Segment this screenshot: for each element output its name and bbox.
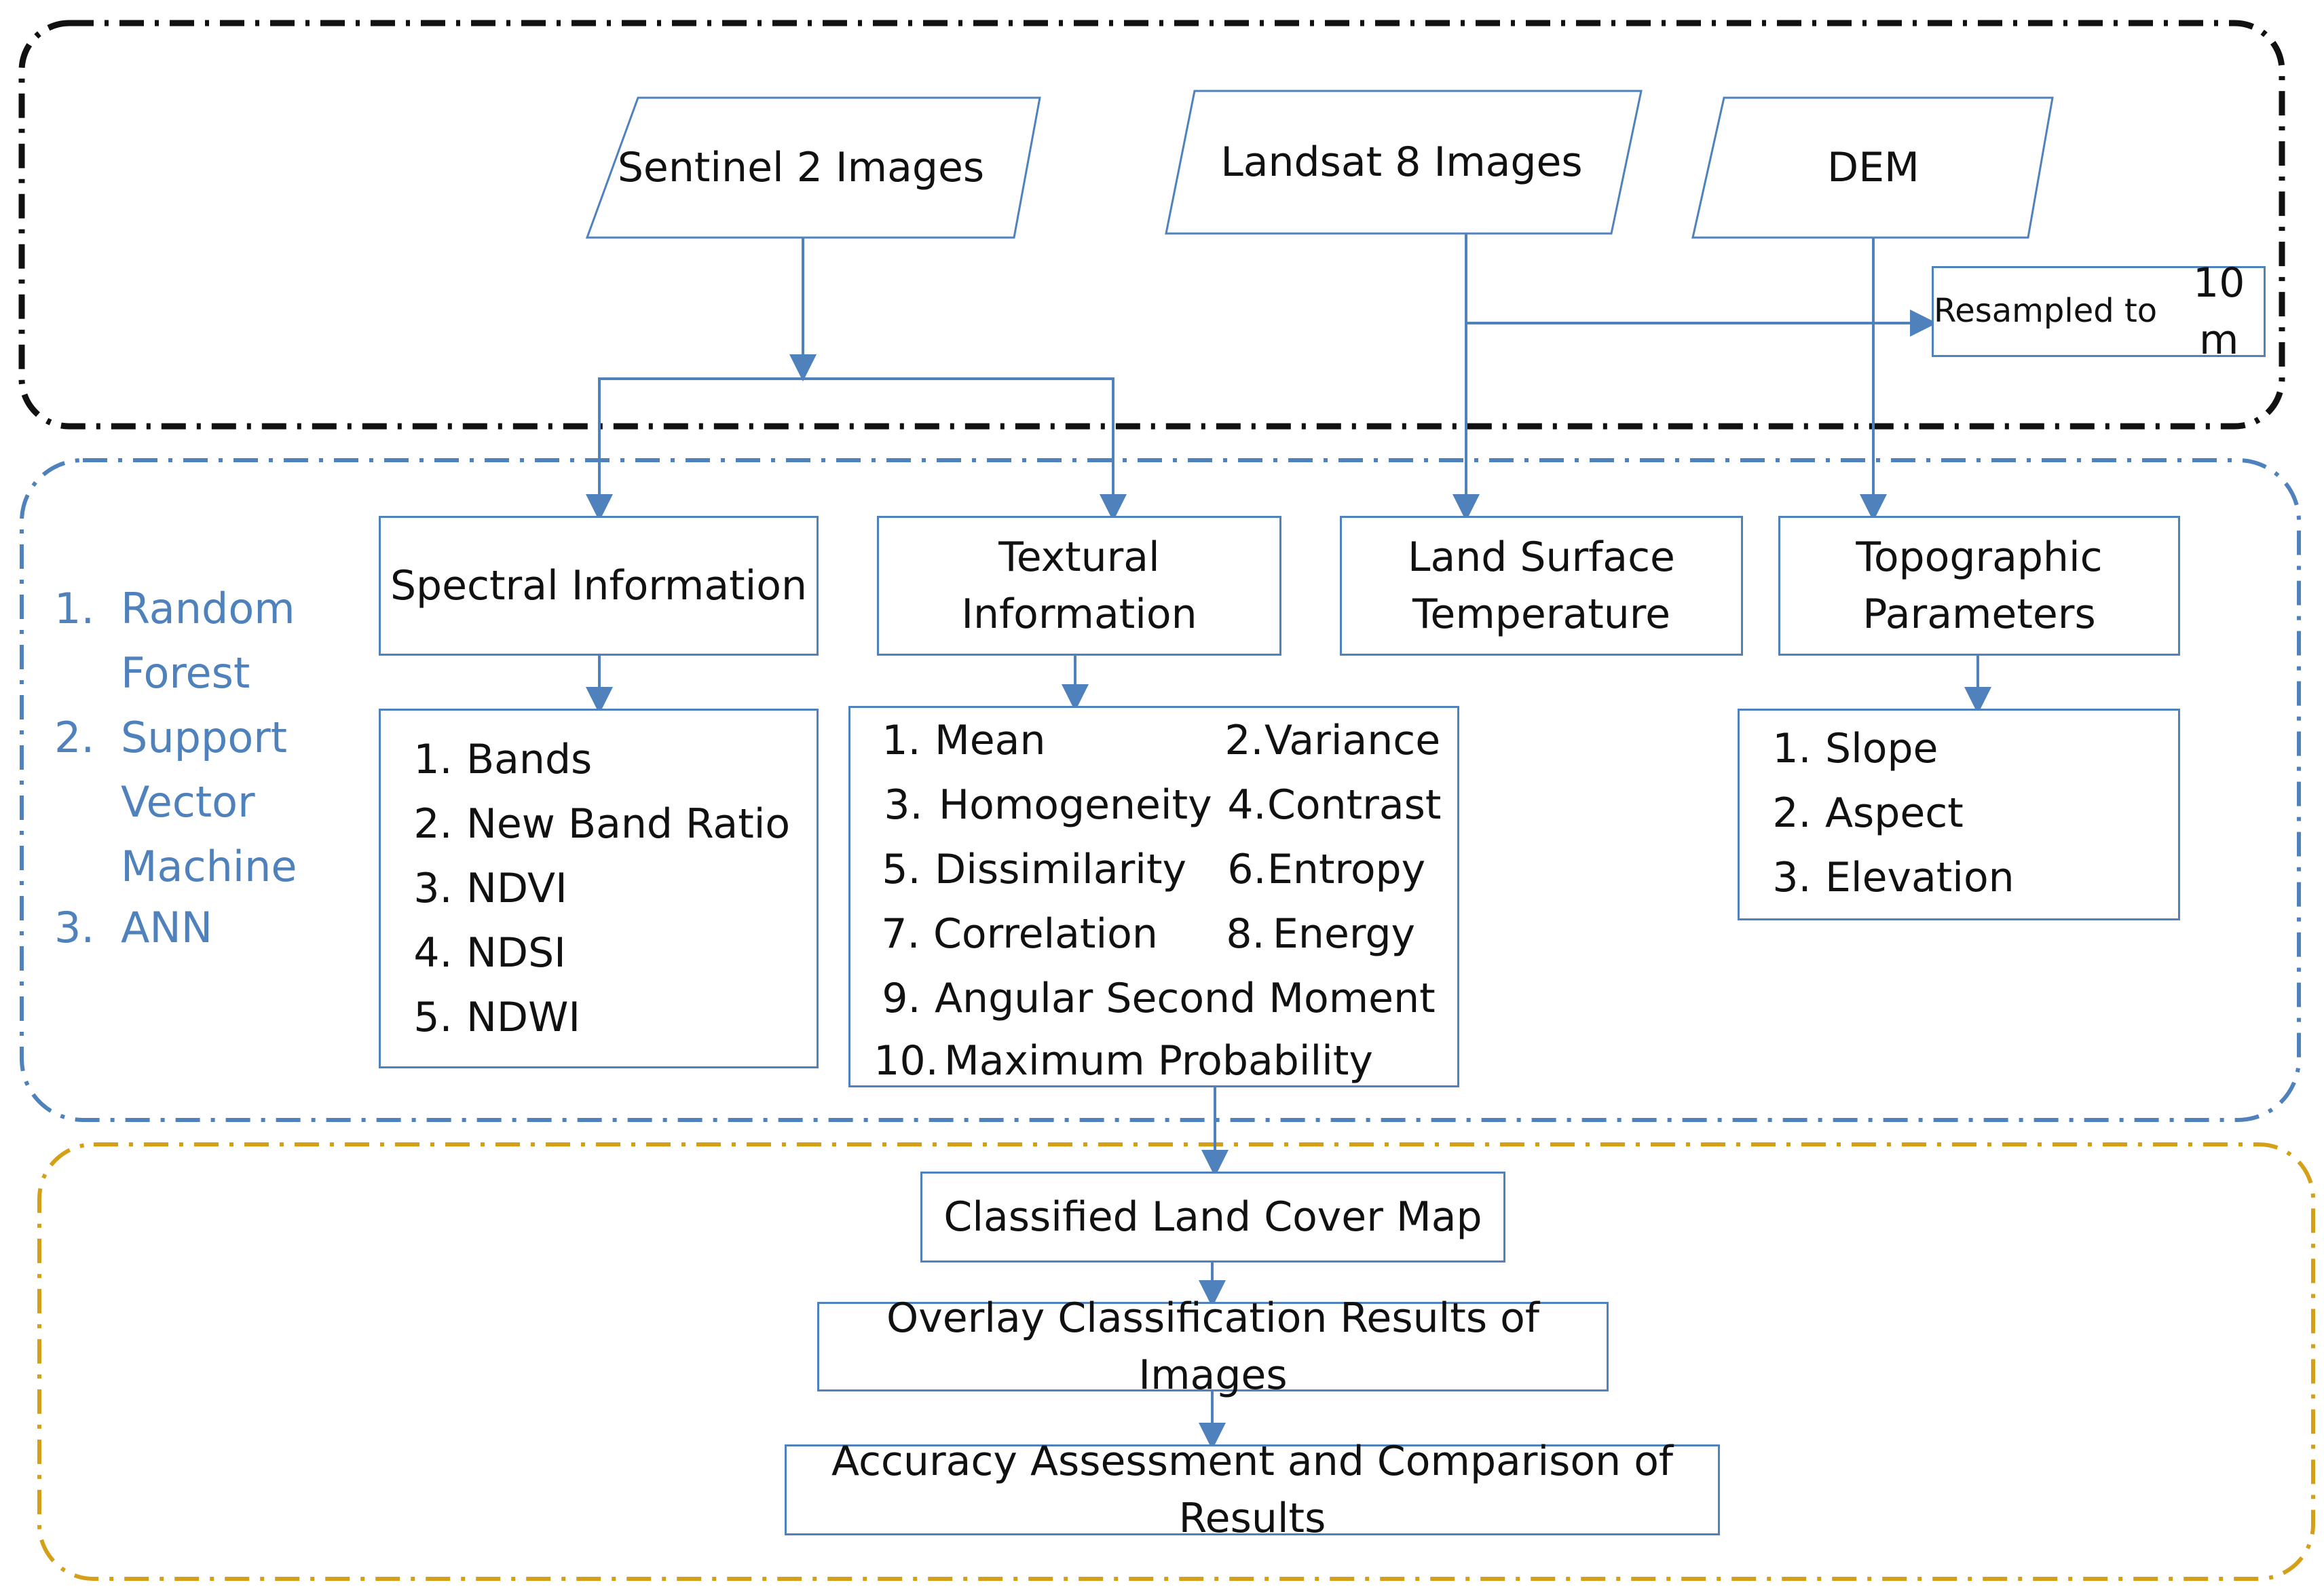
- list-item: 7.Correlation: [881, 910, 1158, 958]
- resample-text: Resampled to: [1934, 292, 2168, 331]
- textural-list-box: 1.Mean 2.Variance 3.Homogeneity 4.Contra…: [848, 706, 1459, 1087]
- accuracy-title: Accuracy Assessment and Comparison of Re…: [831, 1438, 1674, 1542]
- list-item: 2.New Band Ratio: [413, 800, 791, 848]
- resample-box: Resampled to 10 m: [1932, 259, 2266, 364]
- textural-title: Textural Information: [961, 534, 1197, 638]
- group-features-border: [20, 458, 2301, 1122]
- list-item: 1.Bands: [413, 736, 593, 783]
- topo-title-line2: Parameters: [1862, 591, 2096, 638]
- textural-box: Textural Information: [877, 516, 1281, 656]
- list-item: 4.NDSI: [413, 929, 566, 977]
- dem-label: DEM: [1827, 144, 1919, 191]
- landsat-label: Landsat 8 Images: [1220, 138, 1583, 186]
- group-outputs-border: [37, 1142, 2315, 1581]
- spectral-list-box: 1.Bands 2.New Band Ratio 3.NDVI 4.NDSI 5…: [379, 709, 819, 1068]
- list-item: 3.ANN: [54, 903, 213, 952]
- list-item: 5.NDWI: [413, 994, 581, 1041]
- list-item: 2.Aspect: [1772, 789, 1964, 837]
- lst-box: Land Surface Temperature: [1340, 516, 1743, 656]
- lst-title-line2: Temperature: [1412, 591, 1671, 638]
- list-item: 10.Maximum Probability: [874, 1037, 1373, 1085]
- list-item: 3.Homogeneity: [884, 781, 1212, 829]
- sentinel-shape: [585, 96, 1041, 239]
- classified-title: Classified Land Cover Map: [943, 1193, 1482, 1241]
- topo-title-line1: Topographic: [1856, 534, 2103, 581]
- algorithm-list: 1.Random Forest 2.Support Vector Machine…: [54, 584, 326, 964]
- list-item: 2.Support: [54, 713, 288, 762]
- topo-box: Topographic Parameters: [1778, 516, 2180, 656]
- list-item: 9.Angular Second Moment: [882, 975, 1436, 1022]
- list-item: 5.Dissimilarity: [882, 846, 1186, 893]
- list-item: 1.Mean: [882, 717, 1046, 764]
- list-item-continuation: Vector: [121, 777, 255, 827]
- list-item-continuation: Machine: [121, 842, 297, 891]
- lst-title-line1: Land Surface: [1408, 534, 1675, 581]
- list-item: 4.Contrast: [1227, 781, 1442, 829]
- resample-value: 10 m: [2193, 259, 2245, 364]
- spectral-title: Spectral Information: [390, 562, 808, 610]
- spectral-box: Spectral Information: [379, 516, 819, 656]
- list-item: 8.Energy: [1226, 910, 1416, 958]
- spectral-list: 1.Bands 2.New Band Ratio 3.NDVI 4.NDSI 5…: [400, 711, 807, 1064]
- accuracy-box: Accuracy Assessment and Comparison of Re…: [785, 1438, 1720, 1542]
- topo-list-box: 1.Slope 2.Aspect 3.Elevation: [1738, 709, 2180, 920]
- overlay-box: Overlay Classification Results of Images: [817, 1294, 1609, 1399]
- connector-sentinel-split: [598, 377, 1127, 521]
- list-item: 3.NDVI: [413, 865, 567, 912]
- landsat-shape: [1165, 90, 1643, 235]
- overlay-title: Overlay Classification Results of Images: [886, 1294, 1539, 1399]
- classified-box: Classified Land Cover Map: [920, 1172, 1505, 1263]
- list-item: 6.Entropy: [1227, 846, 1426, 893]
- list-item: 3.Elevation: [1772, 854, 2014, 901]
- sentinel-label: Sentinel 2 Images: [617, 144, 985, 191]
- list-item-continuation: Forest: [121, 648, 250, 698]
- topo-list: 1.Slope 2.Aspect 3.Elevation: [1759, 711, 2166, 914]
- dem-shape: [1691, 96, 2054, 239]
- list-item: 1.Slope: [1772, 725, 1938, 772]
- group-inputs-border: [18, 20, 2285, 430]
- list-item: 2.Variance: [1224, 717, 1441, 764]
- textural-list: 1.Mean 2.Variance 3.Homogeneity 4.Contra…: [868, 708, 1452, 1081]
- list-item: 1.Random: [54, 584, 295, 633]
